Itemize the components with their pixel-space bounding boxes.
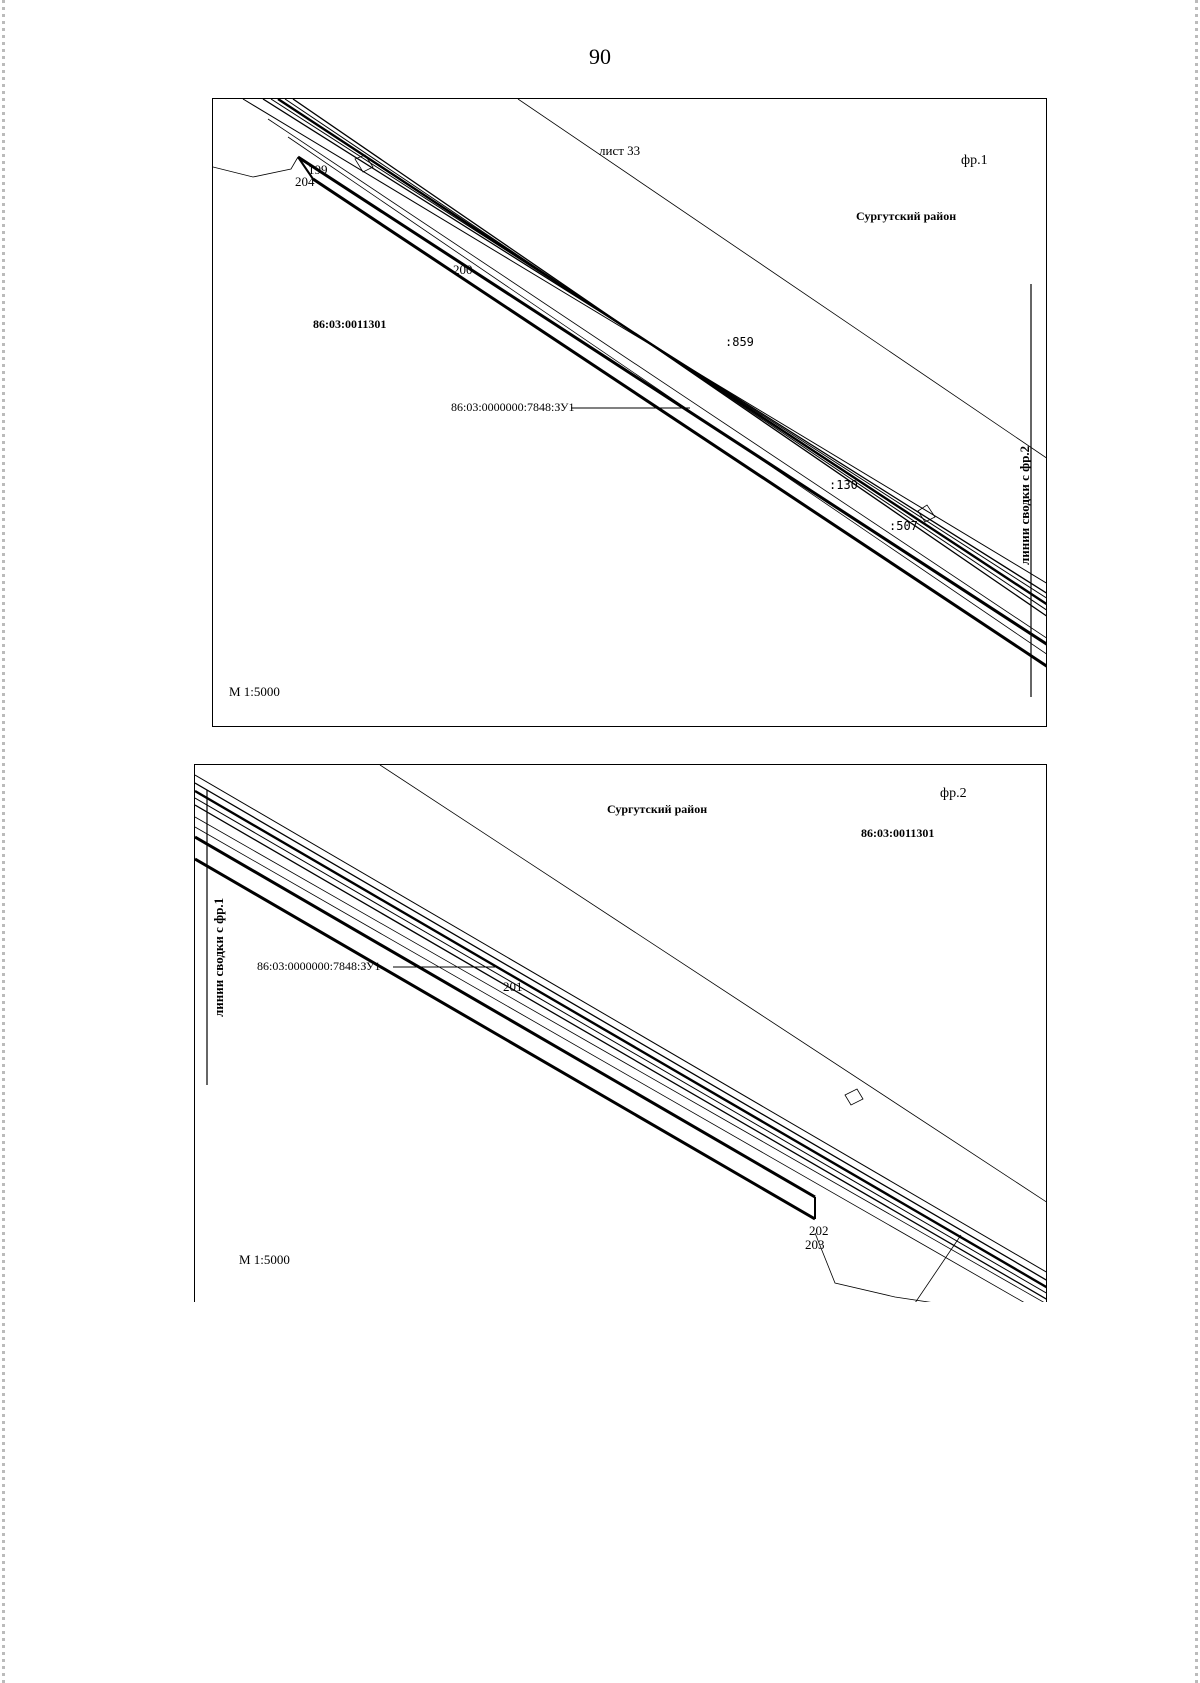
- neighbor-130: :130: [829, 478, 858, 492]
- sheet-label: лист 33: [599, 143, 641, 158]
- fragment-label: фр.1: [961, 153, 988, 168]
- neighbor-859: :859: [725, 335, 754, 349]
- quarter-label: 86:03:0011301: [313, 317, 387, 331]
- point-200: 200: [453, 262, 473, 277]
- corridor-line: [195, 826, 1025, 1302]
- fragment-1-drawing: [213, 99, 1046, 697]
- point-201: 201: [503, 979, 523, 994]
- contour-line: [915, 1234, 962, 1302]
- parcel-label: 86:03:0000000:7848:ЗУ1: [257, 959, 381, 973]
- scan-edge-right: [1195, 0, 1198, 1683]
- structure-outline: [917, 504, 936, 523]
- parcel-boundary: [195, 835, 816, 1199]
- structure-outline: [354, 154, 374, 173]
- scan-edge-left: [2, 0, 5, 1683]
- scale-label: М 1:5000: [229, 684, 280, 699]
- map-fragment-2: фр.2 Сургутский район 86:03:0011301 86:0…: [194, 764, 1047, 1302]
- district-label: Сургутский район: [607, 802, 708, 816]
- corridor-line: [195, 789, 1046, 1289]
- point-202: 202: [809, 1223, 829, 1238]
- corridor-line: [195, 774, 1046, 1273]
- fragment-2-drawing: [195, 765, 1046, 1302]
- point-199: 199: [308, 162, 328, 177]
- contour-line: [814, 1232, 932, 1302]
- district-boundary-line: [517, 99, 1046, 459]
- structure-outline: [844, 1088, 864, 1106]
- corridor-line: [195, 816, 1045, 1302]
- contour-line: [213, 156, 299, 178]
- parcel-boundary: [312, 177, 1046, 668]
- corridor-line: [195, 782, 1046, 1281]
- tie-line-label: линии сводки с фр.2: [1017, 445, 1032, 565]
- fragment-label: фр.2: [940, 786, 967, 801]
- district-boundary-line: [379, 765, 1046, 1203]
- quarter-label: 86:03:0011301: [861, 826, 935, 840]
- corridor-line: [292, 99, 1046, 617]
- tie-line-label: линии сводки с фр.1: [211, 897, 226, 1017]
- district-label: Сургутский район: [856, 209, 957, 223]
- page-number: 90: [589, 44, 611, 69]
- corridor-line: [195, 797, 1046, 1294]
- point-204: 204: [295, 174, 315, 189]
- parcel-boundary: [297, 155, 1046, 646]
- parcel-boundary-end: [297, 156, 314, 180]
- corridor-line: [277, 99, 1046, 606]
- point-203: 203: [805, 1237, 825, 1252]
- corridor-line: [195, 804, 1046, 1300]
- parcel-boundary: [195, 857, 816, 1221]
- scale-label: М 1:5000: [239, 1252, 290, 1267]
- corridor-line: [267, 118, 1046, 639]
- parcel-label: 86:03:0000000:7848:ЗУ1: [451, 400, 575, 414]
- neighbor-507: :507: [889, 519, 918, 533]
- map-fragment-1: лист 33 фр.1 Сургутский район 86:03:0011…: [212, 98, 1047, 727]
